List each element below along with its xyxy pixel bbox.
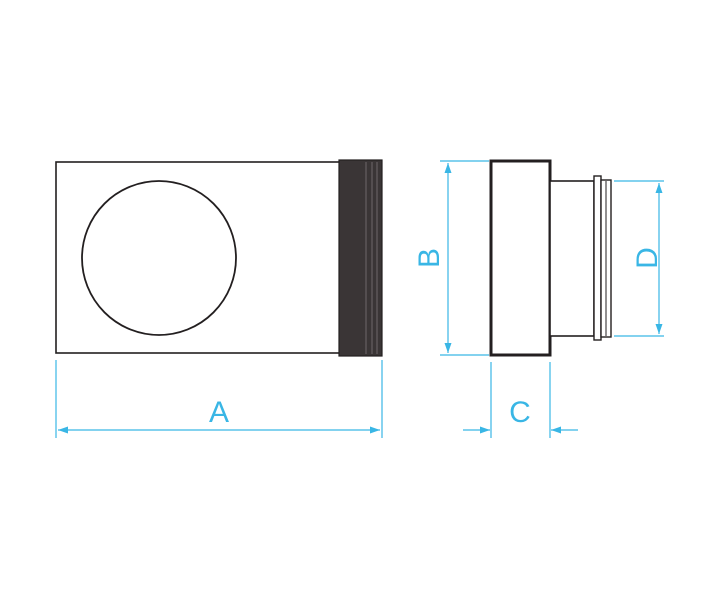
dimension-b-label: B <box>413 248 446 268</box>
dimension-d-label: D <box>631 247 664 269</box>
front-flange <box>338 159 383 357</box>
dimension-c: C <box>463 362 578 438</box>
dimension-b: B <box>413 160 489 356</box>
side-body <box>489 159 552 357</box>
spigot <box>549 180 595 337</box>
front-view <box>55 159 383 357</box>
side-view <box>489 159 612 357</box>
dimension-c-label: C <box>509 396 531 429</box>
round-opening <box>81 180 237 336</box>
dimension-a: A <box>55 360 383 438</box>
spigot-rings <box>593 175 612 341</box>
dimension-d: D <box>614 180 664 337</box>
dimension-a-label: A <box>209 396 229 429</box>
